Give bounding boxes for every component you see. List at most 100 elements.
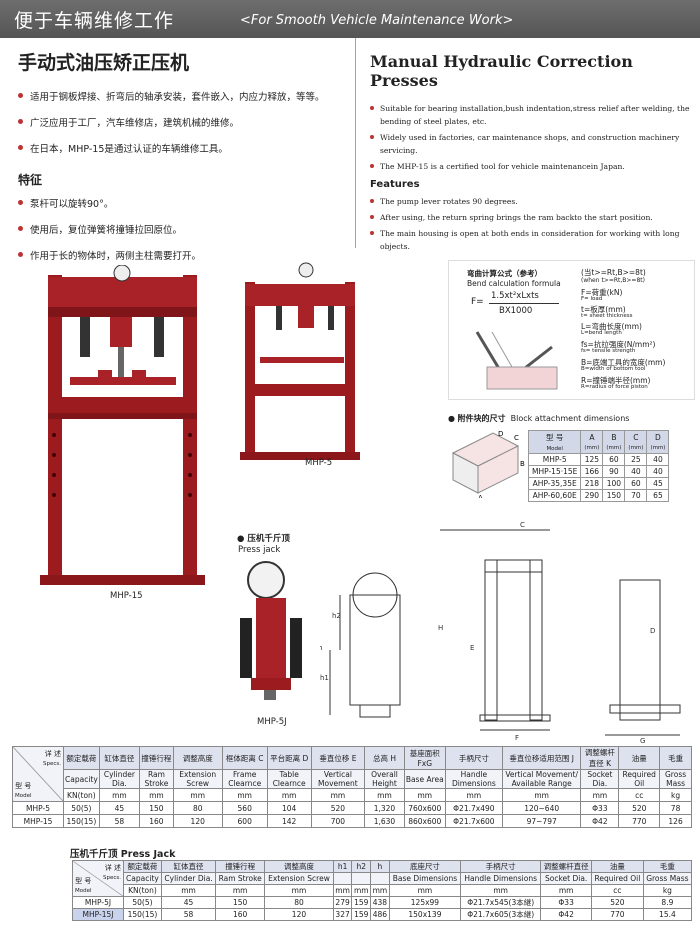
formula-def: L=bend length	[581, 330, 622, 336]
feature-item: The main housing is open at both ends in…	[370, 227, 690, 253]
spec-col-en: Base Area	[403, 769, 446, 789]
spec-col-en: Cylinder Dia.	[98, 769, 141, 789]
right-description: Manual Hydraulic Correction Presses Suit…	[370, 52, 690, 256]
spec-unit: mm	[540, 884, 593, 897]
spec-col-en: Vertical Movement	[310, 769, 366, 789]
block-col-header: A(mm)	[580, 430, 604, 454]
spec-unit: KN(ton)	[123, 884, 162, 897]
spec-col-cn: 油量	[591, 860, 644, 873]
bend-formula-box: 弯曲计算公式（参考） Bend calculation formula F= 1…	[448, 260, 695, 400]
left-description: 手动式油压矫正压机 适用于钢板焊接、折弯后的轴承安装，套件嵌入，内应力释放，等等…	[18, 48, 348, 274]
bullet-list-cn: 适用于钢板焊接、折弯后的轴承安装，套件嵌入，内应力释放，等等。 广泛应用于工厂，…	[18, 89, 348, 155]
spec-col-en: Ram Stroke	[215, 872, 266, 885]
spec-unit: mm	[444, 788, 503, 802]
spec-col-cn: 缸体直径	[160, 860, 217, 873]
spec-col-cn: 手柄尺寸	[444, 746, 503, 770]
spec-col-cn: 调整螺杆直径	[540, 860, 593, 873]
spec-col-cn: 额定载荷	[123, 860, 162, 873]
svg-text:h1: h1	[320, 674, 329, 682]
page-header: 便于车辆维修工作 <For Smooth Vehicle Maintenance…	[0, 0, 700, 38]
spec-col-en: Frame Clearnce	[221, 769, 268, 789]
feature-item: 作用于长的物体时，两侧主柱需要打开。	[18, 248, 348, 262]
spec-unit: kg	[659, 788, 692, 802]
mhp5j-label: MHP-5J	[257, 717, 287, 727]
feature-item: The pump lever rotates 90 degrees.	[370, 195, 690, 208]
bullet-item: Widely used in factories, car maintenanc…	[370, 131, 690, 157]
spec-unit: mm	[370, 884, 390, 897]
formula-def: t=板厚(mm)	[581, 305, 626, 314]
spec-col-en	[351, 872, 372, 885]
spec-col-en: Handle Dimensions	[444, 769, 503, 789]
mhp5-press-image	[240, 262, 360, 460]
bullet-item: 广泛应用于工厂，汽车维修店，建筑机械的维修。	[18, 115, 348, 129]
spec-unit: mm	[215, 884, 266, 897]
spec-col-cn: h1	[332, 860, 353, 873]
press-jack-label-cn: ● 压机千斤顶	[237, 534, 290, 544]
spec-col-en: Capacity	[123, 872, 162, 885]
spec-col-en	[370, 872, 390, 885]
spec-col-en: Required Oil	[618, 769, 661, 789]
spec-col-en: Socket Dia.	[580, 769, 620, 789]
spec-col-cn: 垂直位移 E	[310, 746, 366, 770]
bullet-list-en: Suitable for bearing installation,bush i…	[370, 102, 690, 173]
formula-def: F=荷重(kN)	[581, 288, 623, 297]
spec-col-cn: 撞锤行程	[215, 860, 266, 873]
product-title-en: Manual Hydraulic Correction Presses	[370, 52, 633, 90]
spec-unit: mm	[266, 788, 312, 802]
formula-def: L=弯曲长度(mm)	[581, 322, 642, 331]
spec-unit: mm	[160, 884, 217, 897]
spec-unit: mm	[501, 788, 582, 802]
spec-unit: mm	[264, 884, 334, 897]
svg-text:h: h	[320, 644, 322, 652]
spec-unit: mm	[364, 788, 405, 802]
spec-unit: cc	[591, 884, 644, 897]
spec-unit: mm	[351, 884, 372, 897]
formula-def: B=底端工具的宽度(mm)	[581, 358, 666, 367]
spec-col-cn: 额定载荷	[63, 746, 100, 770]
feature-item: 泵杆可以旋转90°。	[18, 196, 348, 210]
spec-unit: mm	[460, 884, 542, 897]
spec-unit: mm	[332, 884, 353, 897]
svg-text:E: E	[470, 644, 474, 652]
technical-drawings: h2 h1 h C H E D G F	[320, 521, 681, 745]
svg-text:h2: h2	[332, 612, 341, 620]
spec-col-en: Overall Height	[364, 769, 405, 789]
spec-col-cn: 毛重	[642, 860, 693, 873]
formula-title-en: Bend calculation formula	[467, 279, 561, 288]
header-title-en: <For Smooth Vehicle Maintenance Work>	[240, 13, 514, 28]
spec-col-cn: 缸体直径	[98, 746, 141, 770]
spec-col-en: Cylinder Dia.	[160, 872, 217, 885]
svg-text:C: C	[514, 434, 519, 442]
spec-unit: mm	[139, 788, 174, 802]
block-col-header: B(mm)	[602, 430, 626, 454]
spec-col-cn: h	[370, 860, 390, 873]
block-title: ● 附件块的尺寸 Block attachment dimensions	[448, 414, 630, 423]
bullet-item: The MHP-15 is a certified tool for vehic…	[370, 160, 690, 173]
bullet-item: Suitable for bearing installation,bush i…	[370, 102, 690, 128]
spec-col-en: Vertical Movement/ Available Range	[501, 769, 582, 789]
spec-col-en: Table Clearnce	[266, 769, 312, 789]
spec-col-cn: 框体距离 C	[221, 746, 268, 770]
spec-col-cn: 平台距离 D	[266, 746, 312, 770]
formula-title-cn: 弯曲计算公式（参考）	[467, 269, 542, 278]
block-col-header: C(mm)	[624, 430, 648, 454]
svg-text:D: D	[650, 627, 655, 635]
formula-def: fs=抗拉强度(N/mm²)	[581, 340, 656, 349]
spec-col-cn: 毛重	[659, 746, 692, 770]
spec-col-cn: 基座面积 FxG	[403, 746, 446, 770]
spec-col-cn: h2	[351, 860, 372, 873]
features-list-en: The pump lever rotates 90 degrees. After…	[370, 195, 690, 253]
bullet-item: 适用于钢板焊接、折弯后的轴承安装，套件嵌入，内应力释放，等等。	[18, 89, 348, 103]
block-col-header: D(mm)	[646, 430, 670, 454]
formula-def: R=radius of force piston	[581, 384, 648, 390]
bullet-item: 在日本，MHP-15是通过认证的车辆维修工具。	[18, 141, 348, 155]
